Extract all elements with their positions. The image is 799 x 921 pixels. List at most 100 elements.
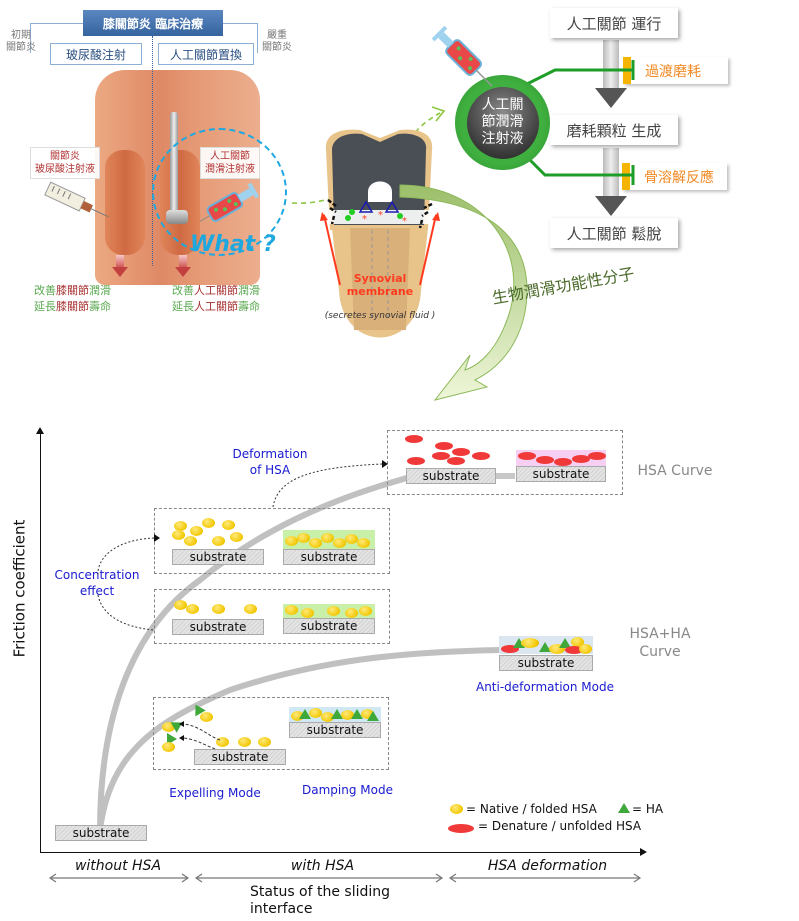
callout-hyaluronic-fluid: 關節炎 玻尿酸注射液 <box>30 147 100 179</box>
deformation-box <box>387 430 623 495</box>
severe-label-line2: 關節炎 <box>262 42 292 53</box>
native-cluster-low <box>172 600 262 616</box>
substrate-deformation-right: substrate <box>516 466 606 482</box>
inhibition-lines <box>523 60 635 185</box>
synovial-line1: Synovial <box>353 272 407 285</box>
native-film-high <box>283 530 375 549</box>
low-concentration-box <box>154 589 390 644</box>
result-segment: 改善 <box>172 284 194 297</box>
deformation-line2: of HSA <box>249 463 291 477</box>
result-segment: 改善 <box>34 284 56 297</box>
legend-native-text: = Native / folded HSA <box>466 802 597 816</box>
hsa-ha-curve-label: HSA+HA Curve <box>620 625 700 661</box>
expelling-arrows <box>179 721 221 751</box>
highlight-dashed-circle <box>152 128 287 256</box>
result-segment: 潤滑 <box>238 284 260 297</box>
expelling-mode-label: Expelling Mode <box>169 786 261 800</box>
concentration-line2: effect <box>79 584 115 598</box>
substrate-deformation-left: substrate <box>406 468 496 484</box>
x-axis-arrow-icon <box>640 848 647 856</box>
region-without-hsa: without HSA <box>74 858 162 874</box>
substrate-anti-deformation: substrate <box>499 655 593 671</box>
result-segment: 人工關節 <box>194 284 238 297</box>
lubricant-circle-inner: 人工關 節潤滑 注射液 <box>466 86 539 159</box>
synovial-line2: membrane <box>346 285 414 298</box>
hsa-ha-line2: Curve <box>639 644 681 660</box>
substrate-high-right: substrate <box>283 549 375 565</box>
synovial-membrane-label: Synovial membrane <box>335 272 425 298</box>
damping-mode-label: Damping Mode <box>302 783 393 797</box>
native-film-low <box>283 604 375 618</box>
deformation-of-hsa-label: Deformation of HSA <box>220 446 320 478</box>
result-segment: 延長 <box>172 300 194 313</box>
result-segment: 潤滑 <box>89 284 111 297</box>
region-arrows <box>48 873 642 883</box>
knee-joint-graphic: * * * <box>320 129 440 338</box>
down-arrow-right-icon <box>175 255 191 277</box>
flow-arrowhead-1-icon <box>595 88 627 108</box>
legend-native-icon <box>450 804 463 814</box>
substrate-high-left: substrate <box>172 549 264 565</box>
region-hsa-deformation: HSA deformation <box>487 858 608 874</box>
knee-illustration: * * * Synovial membrane (secretes synovi… <box>310 120 450 355</box>
result-segment: 延長 <box>34 300 56 313</box>
native-cluster-high <box>172 518 262 548</box>
flow-arrowhead-2-icon <box>595 196 627 216</box>
early-label-line1: 初期 <box>11 30 31 41</box>
legend: = Native / folded HSA = HA = Denature / … <box>448 802 688 838</box>
result-segment: 膝關節 <box>56 300 89 313</box>
flow-step-operation: 人工關節 運行 <box>550 8 678 38</box>
anti-deformation-film <box>499 636 593 654</box>
result-segment: 膝關節 <box>56 284 89 297</box>
down-arrow-left-icon <box>112 255 128 277</box>
what-label: What ? <box>190 232 276 257</box>
substrate-damping: substrate <box>289 722 381 738</box>
synovial-sublabel: (secretes synovial fluid ) <box>324 311 436 321</box>
result-segment: 壽命 <box>89 300 111 313</box>
concentration-line1: Concentration <box>54 568 140 582</box>
inhibit-excessive-wear: 過渡磨耗 <box>623 57 728 84</box>
hsa-curve-label: HSA Curve <box>637 463 713 479</box>
x-axis-label-line2: interface <box>250 901 313 917</box>
inhibit-osteolysis: 骨溶解反應 <box>622 163 727 190</box>
curved-arrow-icon <box>399 184 528 401</box>
lubricant-circle: 人工關 節潤滑 注射液 <box>455 75 550 170</box>
x-axis-label-line1: Status of the sliding <box>250 884 391 900</box>
substrate-expelling: substrate <box>194 749 286 765</box>
result-right: 改善人工關節潤滑延長人工關節壽命 <box>172 283 260 315</box>
flow-step-loosening: 人工關節 鬆脫 <box>550 218 678 248</box>
result-right-line-1: 改善人工關節潤滑 <box>172 283 260 299</box>
expelling-damping-box <box>153 697 389 770</box>
hsa-curve <box>97 471 421 831</box>
flow-step-wear-particles: 磨耗顆粒 生成 <box>550 115 678 145</box>
circle-line3: 注射液 <box>481 131 524 147</box>
y-axis <box>40 432 41 852</box>
syringe-top-icon <box>431 25 493 87</box>
result-left-line-2: 延長膝關節壽命 <box>34 299 111 315</box>
result-right-line-2: 延長人工關節壽命 <box>172 299 260 315</box>
clinical-panel: 膝關節炎 臨床治療 初期 關節炎 嚴重 關節炎 玻尿酸注射 人工關節置換 關節炎… <box>0 0 300 320</box>
severe-arthritis-label: 嚴重 關節炎 <box>258 30 296 54</box>
flow-arrow-1 <box>603 40 619 90</box>
clinical-title: 膝關節炎 臨床治療 <box>83 10 223 36</box>
bracket-right <box>223 23 258 53</box>
y-axis-arrow-icon <box>36 427 44 434</box>
bracket-left <box>30 23 83 53</box>
divider-line <box>152 36 153 266</box>
severe-label-line1: 嚴重 <box>267 30 287 41</box>
circle-line1: 人工關 <box>481 97 524 113</box>
early-label-line2: 關節炎 <box>6 42 36 53</box>
denatured-film <box>516 450 606 467</box>
concentration-arrow <box>97 534 160 631</box>
hsa-ha-curve <box>97 647 501 831</box>
deformation-arrow <box>272 460 388 508</box>
x-axis-label: Status of the sliding interface <box>250 884 450 918</box>
region-with-hsa: with HSA <box>290 858 355 874</box>
hsa-ha-line1: HSA+HA <box>629 626 691 642</box>
result-segment: 人工關節 <box>194 300 238 313</box>
option-hyaluronic-injection: 玻尿酸注射 <box>50 43 142 65</box>
flow-arrow-2 <box>603 148 619 198</box>
deformation-line1: Deformation <box>232 447 308 461</box>
legend-ha-text: = HA <box>632 802 664 816</box>
svg-text:*: * <box>362 214 367 225</box>
